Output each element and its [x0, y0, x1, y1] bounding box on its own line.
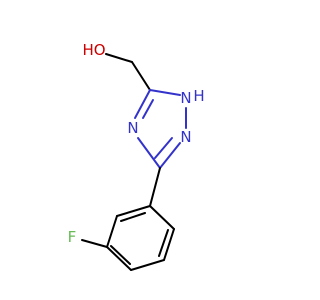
bond-n4-c5-inner [142, 99, 154, 119]
nh-hydrogen-label: H [193, 87, 204, 105]
structure-diagram: HO N H N N F [68, 41, 205, 271]
bond-ph-inner-2 [110, 245, 131, 265]
n4-nitrogen-label: N [127, 119, 138, 137]
nh-nitrogen-label: N [180, 89, 191, 107]
fluorine-label: F [68, 228, 77, 246]
bond-ch2-c5 [131, 61, 151, 91]
bond-n4-c5 [134, 89, 151, 119]
bond-ph-inner-1 [120, 212, 146, 222]
bond-c3-n4 [137, 137, 161, 169]
bond-ph-c1-c2 [116, 205, 151, 217]
bond-ph-f [81, 239, 108, 248]
n2-nitrogen-label: N [180, 128, 191, 146]
bond-ph-c5-c6 [163, 228, 175, 261]
bond-c3-ph [149, 167, 161, 207]
bond-ph-c6-c1 [149, 205, 175, 230]
bonds [81, 53, 187, 271]
bond-ph-c3-c4 [106, 246, 132, 271]
bond-ph-c4-c5 [130, 259, 165, 271]
hydroxyl-label: HO [82, 41, 105, 59]
bond-ph-c2-c3 [106, 215, 118, 248]
bond-ph-inner-3 [158, 229, 169, 257]
bond-n2-c3 [159, 142, 181, 169]
bond-n2-c3-inner [154, 137, 173, 159]
bond-o-ch2 [105, 53, 133, 63]
atom-labels: HO N H N N F [68, 41, 205, 246]
bond-c5-n1 [149, 89, 181, 96]
